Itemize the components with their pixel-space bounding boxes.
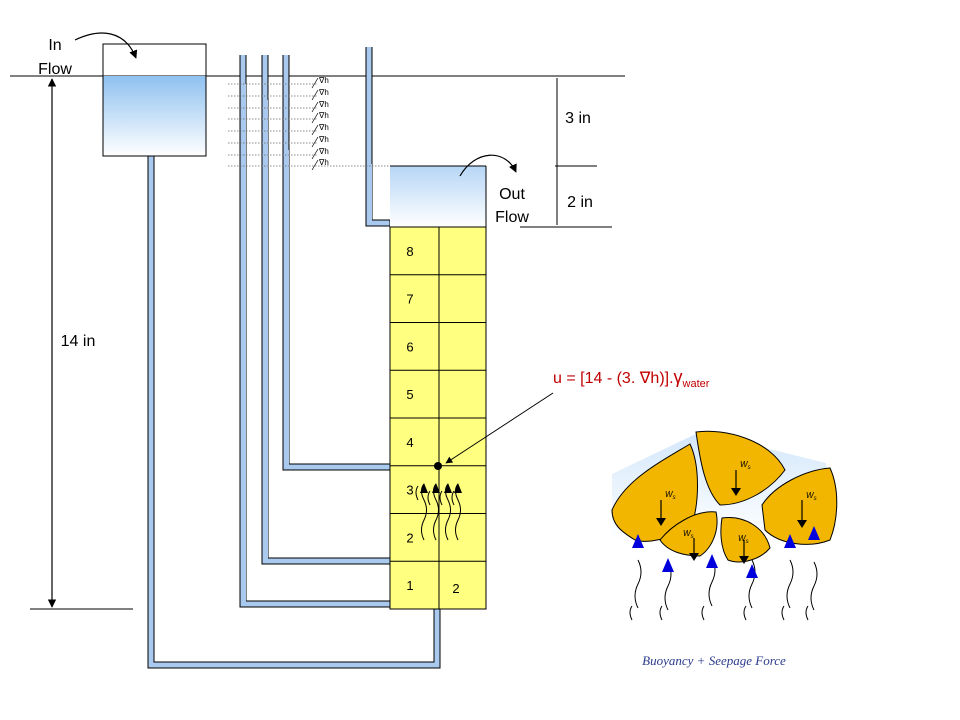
head-loss-tick — [311, 148, 319, 160]
head-loss-labels: ∇h ∇h ∇h ∇h ∇h ∇h ∇h ∇h — [311, 76, 329, 171]
pressure-formula-main: u = [14 - (3. ∇h)]. — [553, 370, 674, 387]
reference-lines — [10, 75, 625, 610]
pressure-formula: u = [14 - (3. ∇h)].γwater — [553, 367, 710, 390]
height-top-label: 2 in — [567, 194, 593, 211]
particle-weight-symbol: W — [740, 460, 749, 469]
pressure-point — [434, 392, 554, 470]
soil-cell-number: 2 — [406, 530, 413, 545]
particle-weight-label: Ws — [665, 490, 676, 501]
particle-weight-subscript: s — [691, 534, 694, 540]
particle-weight-subscript: s — [748, 465, 751, 471]
out-flow-label-line2: Flow — [495, 209, 529, 226]
head-loss-label: ∇h — [318, 111, 329, 120]
particle-weight-symbol: W — [665, 490, 674, 499]
head-loss-label: ∇h — [318, 88, 329, 97]
head-level-lines — [228, 83, 390, 167]
height-head-label: 3 in — [565, 110, 591, 127]
head-loss-tick — [311, 89, 319, 101]
particle-weight-subscript: s — [746, 539, 749, 545]
particle-weight-symbol: W — [806, 491, 815, 500]
inset-caption: Buoyancy + Seepage Force — [642, 653, 786, 668]
out-flow-label-line1: Out — [499, 186, 525, 203]
pressure-formula-subscript: water — [682, 378, 710, 390]
soil-particle — [695, 430, 786, 506]
soil-cell-number: 5 — [406, 387, 413, 402]
outflow-reservoir — [390, 165, 487, 227]
soil-cell-number: 3 — [406, 483, 413, 498]
in-flow-arrow — [74, 32, 138, 59]
piezometer-tube-3 — [282, 55, 391, 471]
head-loss-label: ∇h — [318, 76, 329, 85]
soil-cell-number: 1 — [406, 578, 413, 593]
particle-weight-symbol: W — [683, 529, 692, 538]
head-loss-tick — [311, 159, 319, 171]
soil-cell-number: 4 — [406, 435, 413, 450]
particle-weight-label: Ws — [683, 529, 694, 540]
soil-cell-number: 6 — [406, 339, 413, 354]
seepage-flow-arrows — [415, 483, 462, 541]
head-loss-label: ∇h — [318, 100, 329, 109]
particle-weight-subscript: s — [673, 495, 676, 501]
soil-cell-number: 8 — [406, 244, 413, 259]
particle-weight-subscript: s — [814, 496, 817, 502]
second-column-label: 2 — [452, 581, 459, 596]
upper-reservoir — [102, 43, 207, 157]
in-flow-label-line1: In — [48, 37, 61, 54]
head-loss-tick — [311, 136, 319, 148]
head-loss-tick — [311, 124, 319, 136]
soil-cell-number: 7 — [406, 292, 413, 307]
particle-weight-label: Ws — [806, 491, 817, 502]
soil-particle — [659, 511, 718, 557]
head-loss-label: ∇h — [318, 135, 329, 144]
head-loss-label: ∇h — [318, 147, 329, 156]
particle-weight-label: Ws — [738, 534, 749, 545]
height-total-label: 14 in — [61, 333, 96, 350]
soil-particle — [720, 517, 771, 563]
head-loss-tick — [311, 77, 319, 89]
in-flow-label-line2: Flow — [38, 61, 72, 78]
pressure-formula-symbol: γ — [674, 367, 683, 387]
head-loss-tick — [311, 112, 319, 124]
particle-weight-label: Ws — [740, 460, 751, 471]
head-loss-label: ∇h — [318, 158, 329, 167]
head-loss-tick — [311, 101, 319, 113]
out-flow-arrow — [459, 154, 517, 177]
particle-weight-symbol: W — [738, 534, 747, 543]
head-loss-label: ∇h — [318, 123, 329, 132]
